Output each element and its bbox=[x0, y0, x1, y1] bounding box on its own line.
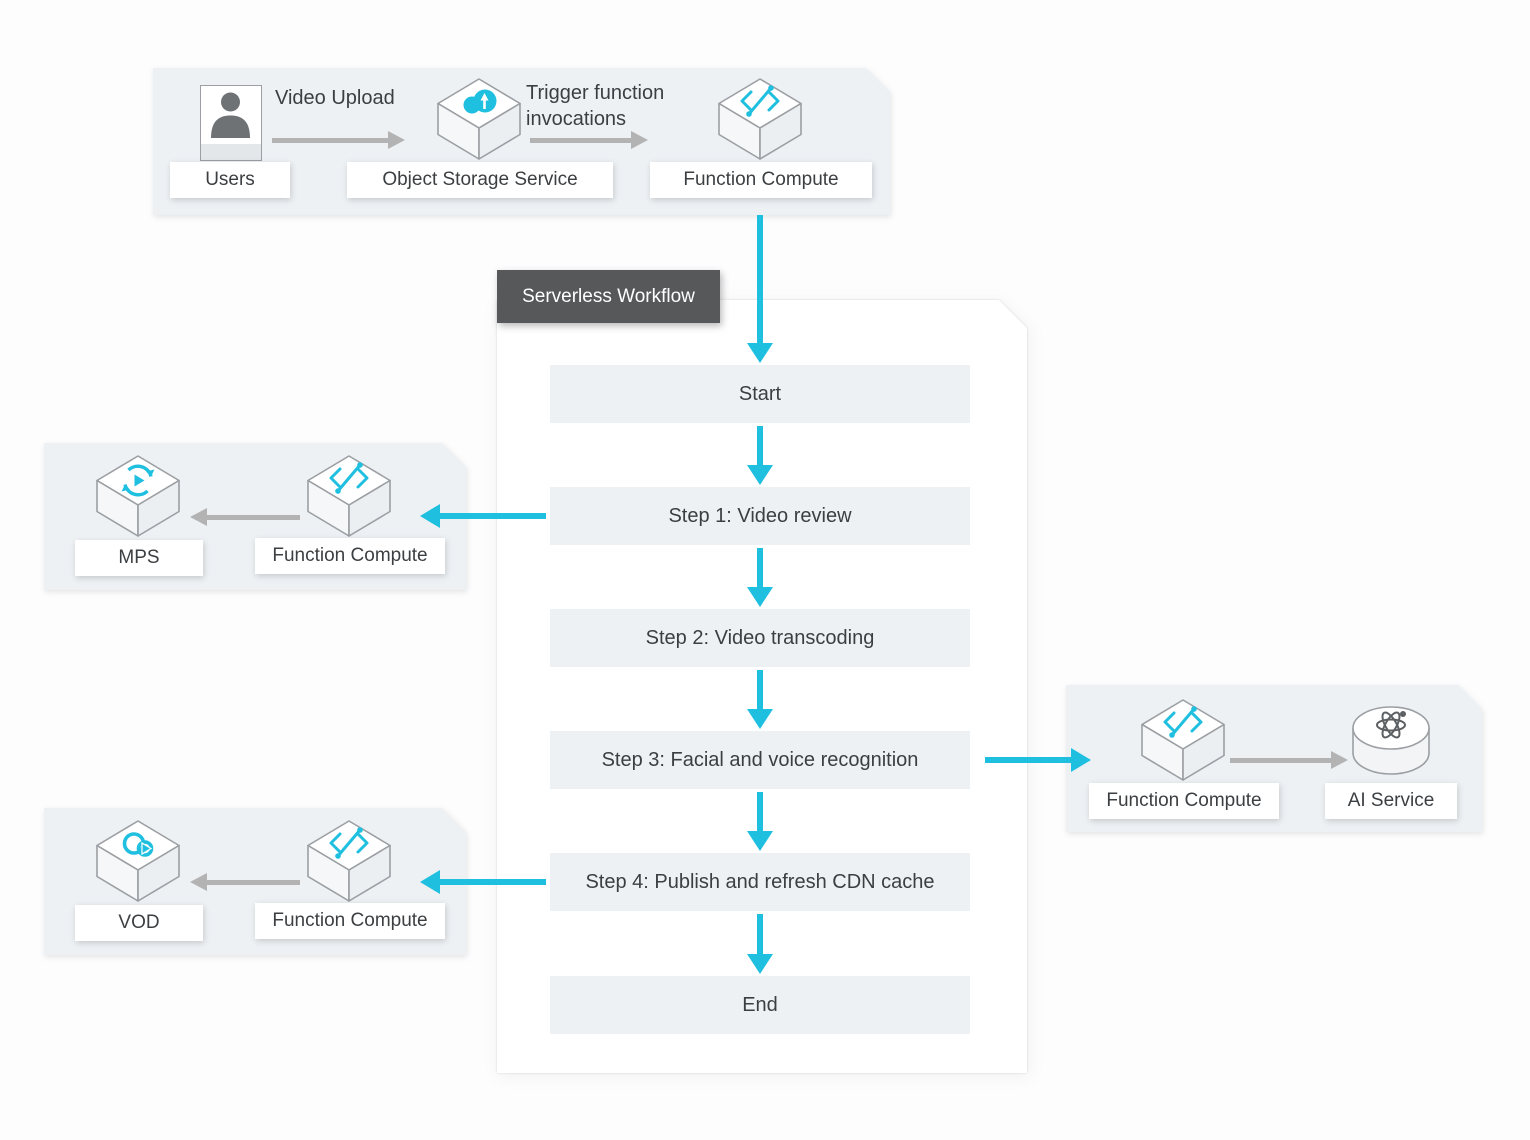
users-icon-band bbox=[201, 144, 261, 160]
fc-to-ai-arrow bbox=[1230, 751, 1348, 769]
vod-label: VOD bbox=[75, 905, 203, 941]
function-compute-label: Function Compute bbox=[650, 162, 872, 198]
arrow-start-to-step1 bbox=[747, 426, 773, 485]
fc-to-workflow-arrow bbox=[747, 215, 773, 363]
step1-to-mps-arrow bbox=[420, 503, 546, 529]
ai-service-label: AI Service bbox=[1325, 783, 1457, 819]
step-end: End bbox=[550, 976, 970, 1034]
person-glyph bbox=[211, 92, 250, 138]
oss-cloud-glyph bbox=[463, 89, 497, 114]
users-icon bbox=[200, 85, 262, 161]
step-publish-cdn-cache: Step 4: Publish and refresh CDN cache bbox=[550, 853, 970, 911]
step-start: Start bbox=[550, 365, 970, 423]
vod-glyph bbox=[122, 832, 154, 857]
users-label: Users bbox=[170, 162, 290, 198]
function-compute-icon bbox=[718, 78, 802, 160]
object-storage-label: Object Storage Service bbox=[347, 162, 613, 198]
users-to-oss-arrow bbox=[272, 131, 405, 149]
vod-function-compute-icon bbox=[307, 820, 391, 902]
step3-to-ai-arrow bbox=[985, 747, 1091, 773]
vod-icon bbox=[96, 820, 180, 902]
vod-function-compute-label: Function Compute bbox=[255, 903, 445, 939]
video-upload-label: Video Upload bbox=[275, 87, 395, 109]
mps-glyph bbox=[121, 464, 155, 497]
trigger-invocations-label: Trigger function invocations bbox=[526, 82, 665, 130]
arrow-step3-to-step4 bbox=[747, 792, 773, 851]
arrow-step1-to-step2 bbox=[747, 548, 773, 607]
mps-label: MPS bbox=[75, 540, 203, 576]
arrow-step4-to-end bbox=[747, 914, 773, 974]
step4-to-vod-arrow bbox=[420, 869, 546, 895]
mps-icon bbox=[96, 455, 180, 537]
step-facial-voice-recognition: Step 3: Facial and voice recognition bbox=[550, 731, 970, 789]
ai-service-icon bbox=[1352, 706, 1430, 775]
oss-to-fc-arrow bbox=[530, 131, 648, 149]
serverless-workflow-tag: Serverless Workflow bbox=[497, 270, 720, 323]
arrow-step2-to-step3 bbox=[747, 670, 773, 729]
mps-function-compute-icon bbox=[307, 455, 391, 537]
cylinder bbox=[1352, 706, 1430, 775]
vod-fc-arrow bbox=[190, 873, 300, 891]
mps-function-compute-label: Function Compute bbox=[255, 538, 445, 574]
object-storage-icon bbox=[437, 78, 521, 160]
ai-function-compute-label: Function Compute bbox=[1089, 783, 1279, 819]
mps-fc-arrow bbox=[190, 508, 300, 526]
step-video-transcoding: Step 2: Video transcoding bbox=[550, 609, 970, 667]
step-video-review: Step 1: Video review bbox=[550, 487, 970, 545]
ai-function-compute-icon bbox=[1141, 699, 1225, 781]
atom-glyph bbox=[1376, 711, 1406, 739]
